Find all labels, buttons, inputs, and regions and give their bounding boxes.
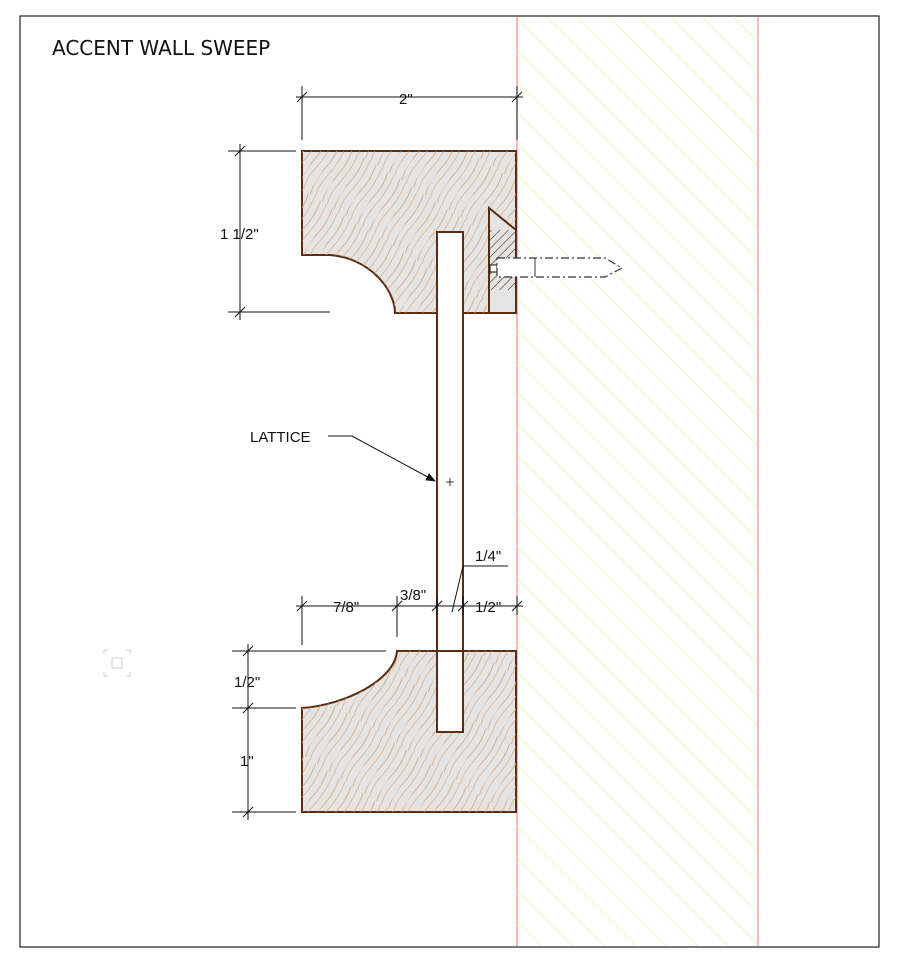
bottom-moulding	[301, 650, 517, 813]
dim-cove-offset-label: 3/8"	[400, 587, 426, 604]
dim-top-height-label: 1 1/2"	[220, 226, 259, 243]
dim-lattice-thickness	[451, 565, 508, 613]
dim-cove-height-label: 1/2"	[234, 674, 260, 691]
page-title: ACCENT WALL SWEEP	[52, 36, 270, 60]
dim-top-height	[228, 144, 330, 320]
wall-section	[516, 17, 759, 946]
dim-top-width	[296, 86, 523, 140]
lattice-label: LATTICE	[250, 429, 311, 446]
dim-top-width-label: 2"	[399, 91, 413, 108]
lattice-strip	[436, 231, 464, 733]
dim-bottom-overhang-label: 7/8"	[333, 599, 359, 616]
center-mark-icon	[446, 478, 454, 486]
dim-wall-gap-label: 1/2"	[475, 599, 501, 616]
dim-bottom-vertical	[232, 644, 386, 820]
focus-marker-icon	[103, 649, 131, 677]
dim-bottom-height-label: 1"	[240, 753, 254, 770]
lattice-callout: LATTICE	[250, 429, 436, 482]
nail-icon	[489, 257, 624, 278]
dim-lattice-thickness-label: 1/4"	[475, 548, 501, 565]
dim-horizontal-chain	[296, 596, 523, 645]
